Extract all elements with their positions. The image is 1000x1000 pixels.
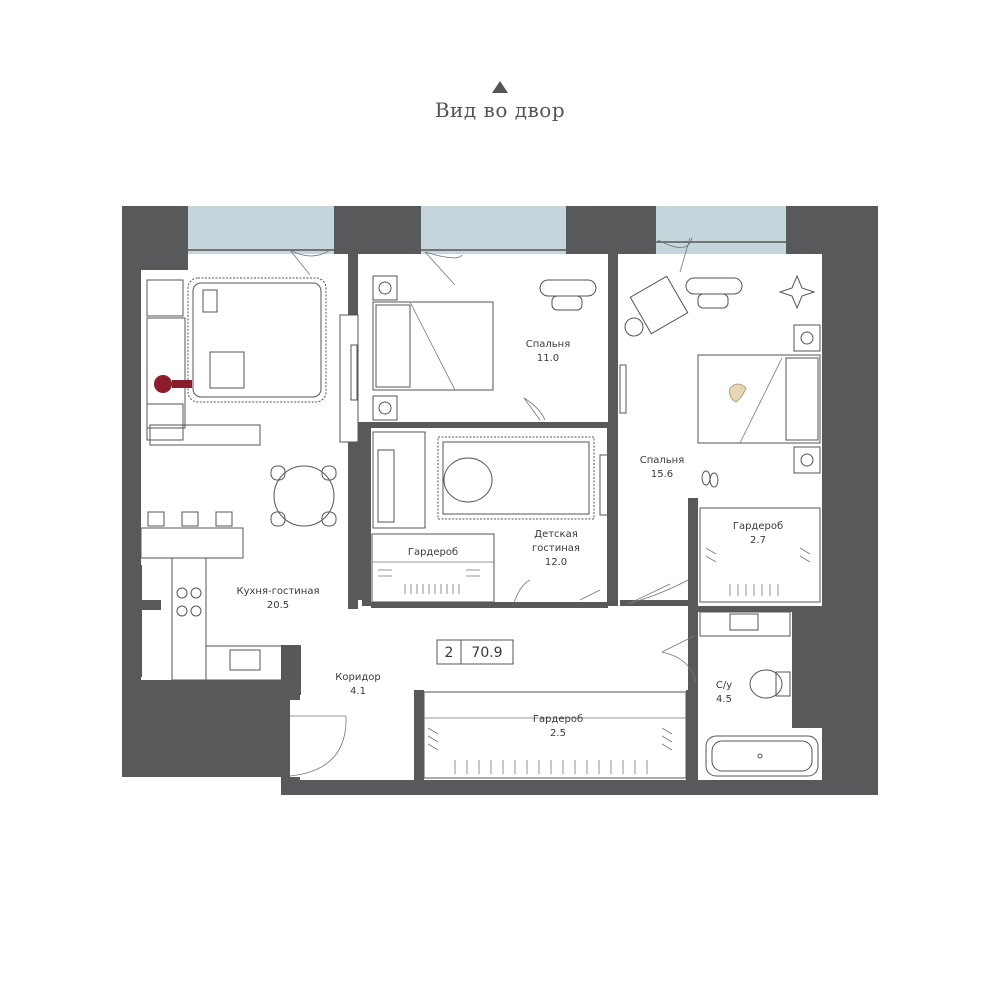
bathroom-name: С/у xyxy=(716,680,732,691)
corridor-area: 4.1 xyxy=(350,686,366,697)
floor-area xyxy=(141,270,822,780)
corridor-name: Коридор xyxy=(335,672,380,683)
apartment-badge: 2 70.9 xyxy=(436,639,514,665)
wardrobe-kids-furniture xyxy=(371,533,495,603)
bathroom-furniture xyxy=(661,611,819,777)
windows xyxy=(188,206,822,270)
wardrobe-hall-area: 2.5 xyxy=(550,728,566,739)
plant-icon xyxy=(778,274,816,310)
wardrobe-bed-area: 2.7 xyxy=(750,535,766,546)
kids-area: 12.0 xyxy=(545,557,567,568)
balcony-doors xyxy=(289,237,693,286)
total-area: 70.9 xyxy=(471,645,502,661)
bedroom1-name: Спальня xyxy=(526,339,571,350)
wardrobe-hall-name: Гардероб xyxy=(533,714,583,725)
kids-name-line1: Детская xyxy=(534,529,577,540)
bedroom2-name: Спальня xyxy=(640,455,685,466)
entrance-door xyxy=(289,715,347,777)
view-label: Вид во двор xyxy=(435,98,565,122)
living-name: Кухня-гостиная xyxy=(237,586,320,597)
kids-furniture xyxy=(372,431,609,604)
bedroom2-furniture xyxy=(619,274,821,605)
wardrobe-kids-name: Гардероб xyxy=(408,547,458,558)
north-arrow-icon xyxy=(492,81,508,93)
rooms-count: 2 xyxy=(445,645,454,661)
living-area: 20.5 xyxy=(267,600,289,611)
kids-name-line2: гостиная xyxy=(532,543,580,554)
bedroom1-furniture xyxy=(372,275,597,421)
bathroom-area: 4.5 xyxy=(716,694,732,705)
living-furniture xyxy=(140,277,359,681)
wardrobe-bed-furniture xyxy=(699,507,821,603)
room-labels: Кухня-гостиная 20.5 Спальня 11.0 Спальня… xyxy=(237,339,784,739)
bedroom2-area: 15.6 xyxy=(651,469,673,480)
person-icon xyxy=(154,375,172,393)
wardrobe-hall-furniture xyxy=(423,691,687,779)
wardrobe-bed-name: Гардероб xyxy=(733,521,783,532)
bedroom1-area: 11.0 xyxy=(537,353,559,364)
dog-icon xyxy=(729,383,747,403)
